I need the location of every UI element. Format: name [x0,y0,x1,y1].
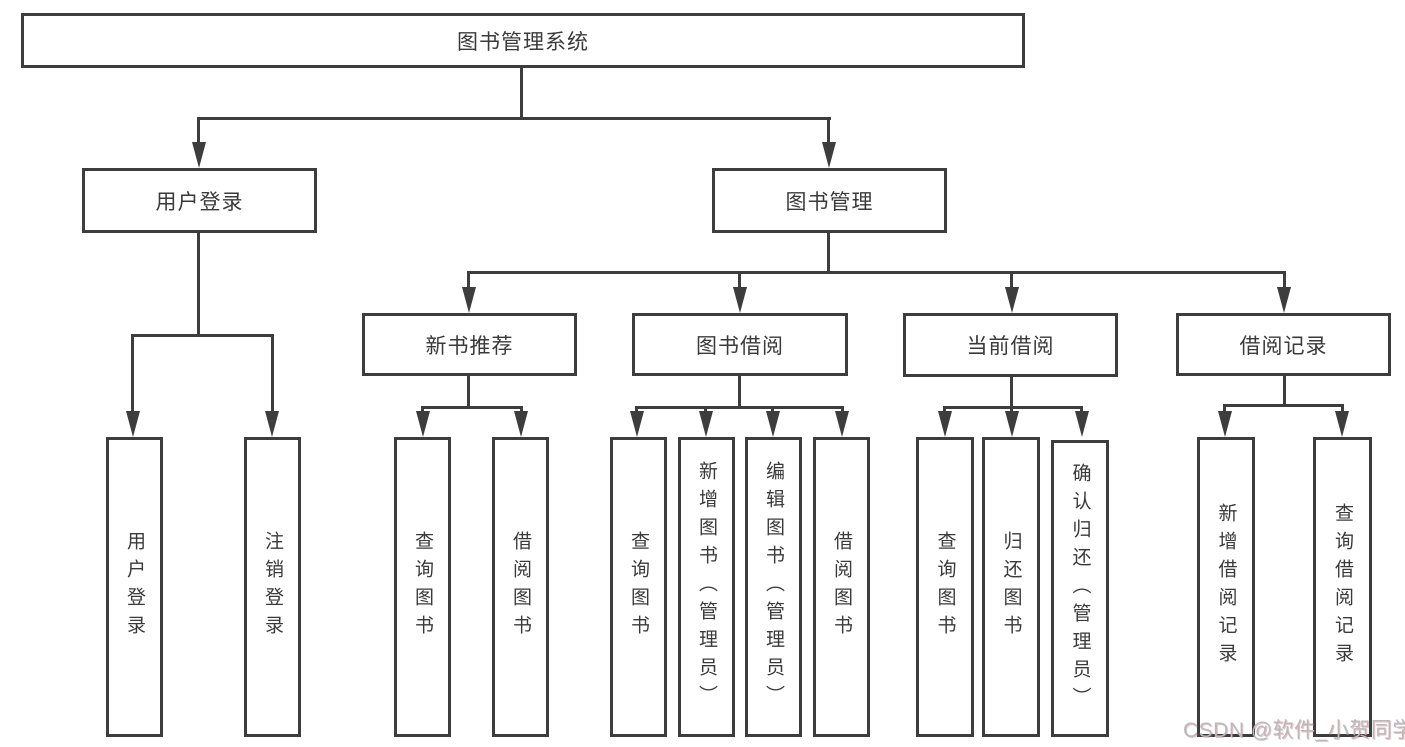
node-borrow-records-label: 借阅记录 [1239,334,1328,358]
arrowhead-down-icon [1277,287,1291,313]
node-book-borrow: 图书借阅 [632,313,848,376]
node-current-borrow-label: 当前借阅 [966,335,1055,358]
connector-line [467,271,470,290]
leaf-add-books-admin: 新增图书（管理员） [678,437,735,737]
leaf-query-books-label: 查询图书 [628,531,649,643]
arrowhead-down-icon [514,411,528,437]
connector-line [827,117,830,144]
arrowhead-down-icon [265,411,279,437]
connector-line [1010,406,1013,414]
node-user-login-label: 用户登录 [155,190,244,214]
connector-line [635,406,638,414]
connector-line [271,334,274,414]
node-new-book-recommend: 新书推荐 [362,313,577,376]
arrowhead-down-icon [766,411,780,437]
node-book-borrow-label: 图书借阅 [696,334,784,358]
arrowhead-down-icon [835,411,849,437]
leaf-return-books-label: 归还图书 [1000,531,1022,643]
leaf-logout: 注销登录 [244,437,301,737]
leaf-add-books-admin-label: 新增图书（管理员） [696,461,717,713]
node-borrow-records: 借阅记录 [1176,313,1391,376]
connector-line [1080,406,1083,414]
node-library-system-label: 图书管理系统 [457,30,589,54]
leaf-query-books-recommend: 查询图书 [394,437,451,737]
leaf-edit-books-admin-label: 编辑图书（管理员） [763,461,784,713]
leaf-user-login: 用户登录 [106,437,163,737]
arrowhead-down-icon [630,411,644,437]
connector-line [704,406,707,414]
connector-line [841,406,844,414]
connector-line [1283,376,1286,407]
arrowhead-down-icon [462,287,476,313]
arrowhead-down-icon [938,411,952,437]
leaf-return-books: 归还图书 [982,437,1040,737]
arrowhead-down-icon [1005,411,1019,437]
connector-line [1223,404,1226,414]
connector-line [520,68,523,119]
leaf-confirm-return-admin: 确认归还（管理员） [1051,440,1109,737]
connector-line [131,334,274,337]
connector-line [827,233,830,274]
connector-line [467,376,470,409]
leaf-user-login-label: 用户登录 [124,531,145,643]
connector-line [771,406,774,414]
connector-line [520,406,523,414]
leaf-query-books-recommend-label: 查询图书 [412,531,433,643]
connector-line [738,271,741,290]
arrowhead-down-icon [822,142,836,168]
connector-line [738,376,741,409]
connector-line [1010,377,1013,409]
connector-line [421,406,424,414]
leaf-logout-label: 注销登录 [262,531,283,643]
csdn-watermark: CSDN @软件_小贺同学 [1183,719,1405,742]
arrowhead-down-icon [416,411,430,437]
leaf-borrow-books-recommend: 借阅图书 [492,437,549,737]
arrowhead-down-icon [733,287,747,313]
node-current-borrow: 当前借阅 [903,313,1118,377]
arrowhead-down-icon [1335,411,1349,437]
connector-line [1341,404,1344,414]
leaf-query-books-current: 查询图书 [916,437,974,737]
connector-line [1223,404,1344,407]
node-book-management-label: 图书管理 [785,190,874,214]
connector-line [943,406,946,414]
connector-line [197,117,831,120]
leaf-query-borrow-record-label: 查询借阅记录 [1332,503,1353,671]
leaf-add-borrow-record-label: 新增借阅记录 [1215,503,1237,671]
leaf-borrow-books: 借阅图书 [813,437,870,737]
connector-line [635,406,844,409]
arrowhead-down-icon [126,411,140,437]
node-library-system: 图书管理系统 [21,13,1025,68]
connector-line [131,334,134,414]
arrowhead-down-icon [1005,287,1019,313]
leaf-borrow-books-recommend-label: 借阅图书 [510,531,531,643]
leaf-edit-books-admin: 编辑图书（管理员） [745,437,802,737]
connector-line [1283,271,1286,290]
node-user-login: 用户登录 [82,168,317,233]
node-book-management: 图书管理 [712,168,947,233]
leaf-query-borrow-record: 查询借阅记录 [1313,437,1372,737]
leaf-add-borrow-record: 新增借阅记录 [1197,437,1255,737]
node-new-book-recommend-label: 新书推荐 [425,334,514,358]
connector-line [197,117,200,144]
connector-line [197,233,200,337]
arrowhead-down-icon [1075,411,1089,437]
connector-line [943,406,1083,409]
arrowhead-down-icon [192,142,206,168]
leaf-borrow-books-label: 借阅图书 [831,531,852,643]
leaf-query-books-current-label: 查询图书 [934,531,956,643]
arrowhead-down-icon [699,411,713,437]
leaf-query-books: 查询图书 [610,437,667,737]
connector-line [421,406,523,409]
leaf-confirm-return-admin-label: 确认归还（管理员） [1069,462,1091,715]
connector-line [1010,271,1013,290]
arrowhead-down-icon [1218,411,1232,437]
connector-line [467,271,1286,274]
